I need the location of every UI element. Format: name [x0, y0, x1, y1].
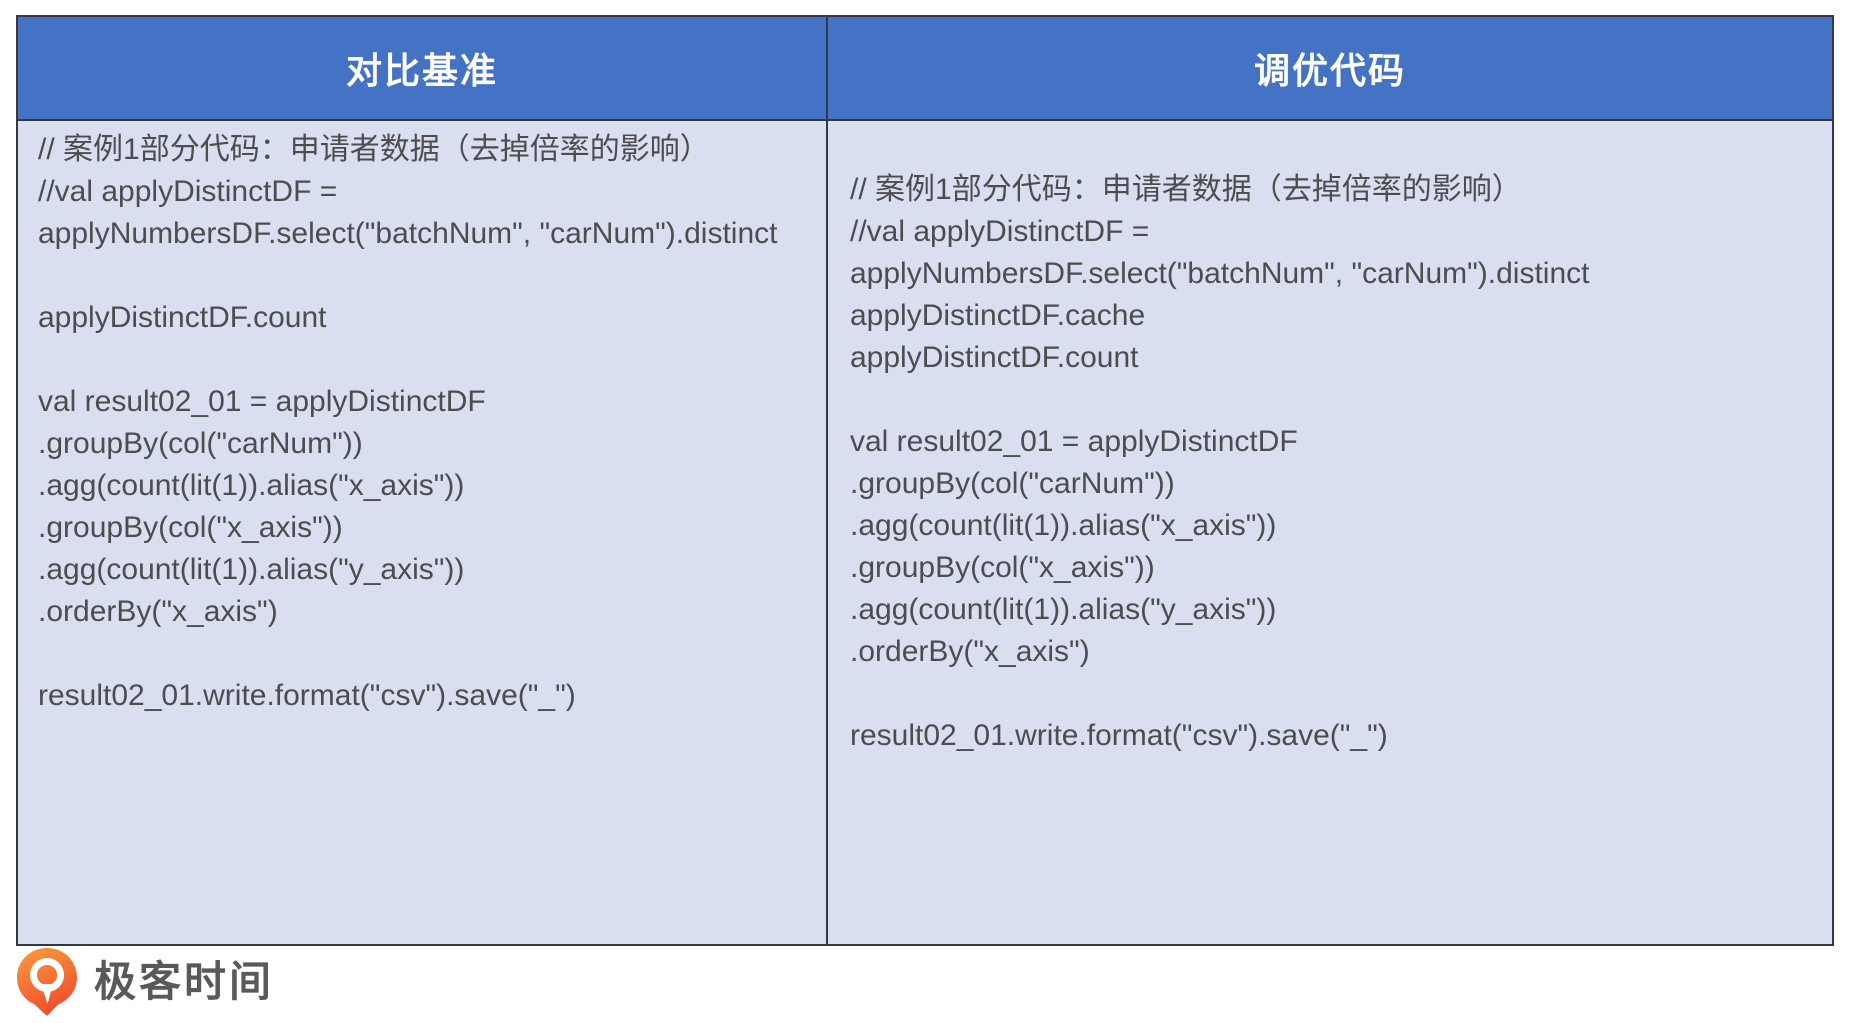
code-comparison-table: 对比基准 调优代码 // 案例1部分代码：申请者数据（去掉倍率的影响） //va… — [16, 15, 1834, 946]
brand-name: 极客时间 — [94, 958, 275, 1005]
table-header-tuned: 调优代码 — [828, 17, 1832, 119]
baseline-code-cell: // 案例1部分代码：申请者数据（去掉倍率的影响） //val applyDis… — [18, 121, 826, 944]
geektime-logo-icon — [16, 948, 78, 1016]
table-header-baseline: 对比基准 — [18, 17, 826, 119]
geektime-brand: 极客时间 — [16, 948, 274, 1016]
tuned-code-cell: // 案例1部分代码：申请者数据（去掉倍率的影响） //val applyDis… — [828, 121, 1832, 944]
